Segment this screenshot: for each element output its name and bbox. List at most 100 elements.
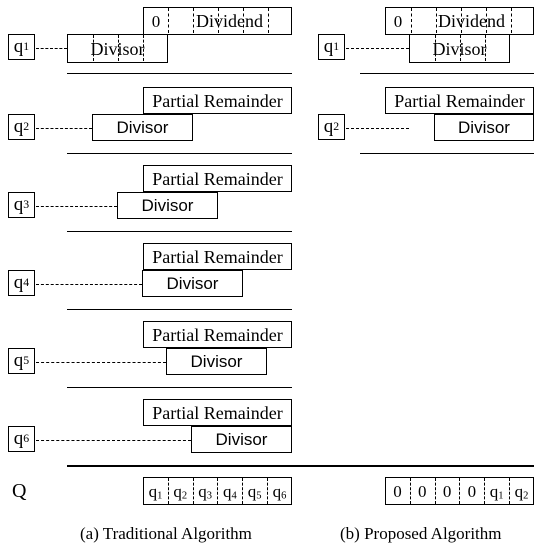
- q-index: 5: [256, 490, 262, 502]
- traditional-quotient-bit: q4: [217, 482, 242, 502]
- divisor-bit-separator: [143, 35, 144, 61]
- traditional-quotient-separator: [167, 478, 169, 504]
- traditional-quotient-separator: [192, 478, 194, 504]
- traditional-q4-leader: [36, 284, 142, 285]
- q-letter: q: [514, 482, 524, 501]
- traditional-partial-remainder-6: Partial Remainder: [143, 399, 292, 426]
- partial-remainder-label: Partial Remainder: [152, 90, 283, 111]
- divisor-label: Divisor: [141, 196, 194, 215]
- traditional-divisor-6: Divisor: [191, 426, 292, 453]
- q-letter: q: [13, 116, 24, 137]
- divisor-label: Divisor: [215, 430, 268, 449]
- traditional-separator-1: [67, 73, 292, 74]
- traditional-q6-leader: [36, 440, 191, 441]
- traditional-quotient-separator: [242, 478, 244, 504]
- traditional-divisor-2: Divisor: [92, 114, 193, 141]
- divisor-bit-separator: [435, 35, 436, 61]
- traditional-q2-leader: [36, 128, 92, 129]
- divisor-bit-separator: [93, 35, 94, 61]
- dividend-bit-separator: [268, 8, 269, 33]
- divisor-label: Divisor: [432, 38, 487, 59]
- q-index: 4: [231, 490, 237, 502]
- divisor-label: Divisor: [458, 118, 510, 137]
- divisor-bit-separator: [485, 35, 486, 61]
- q-letter: q: [13, 428, 24, 449]
- dividend-bit-separator: [218, 8, 219, 33]
- q-index: 2: [181, 490, 188, 502]
- proposed-quotient-separator: [484, 478, 486, 504]
- q-index: 1: [157, 490, 163, 502]
- partial-remainder-label: Partial Remainder: [152, 324, 283, 345]
- q-letter: q: [323, 36, 334, 57]
- caption-traditional: (a) Traditional Algorithm: [80, 524, 252, 543]
- proposed-quotient-bit: q1: [484, 482, 509, 502]
- q-letter: q: [489, 482, 499, 501]
- q-letter: q: [272, 482, 282, 501]
- q-index: 2: [523, 490, 529, 502]
- proposed-quotient-bit: 0: [418, 482, 427, 501]
- traditional-partial-remainder-4: Partial Remainder: [143, 243, 292, 270]
- traditional-partial-remainder-5: Partial Remainder: [143, 321, 292, 348]
- divisor-label: Divisor: [116, 118, 169, 137]
- traditional-separator-4: [67, 309, 292, 310]
- traditional-partial-remainder-2: Partial Remainder: [143, 87, 292, 114]
- q-letter: q: [148, 482, 158, 501]
- dividend-bit-separator: [436, 8, 437, 33]
- traditional-q5-leader: [36, 362, 166, 363]
- traditional-quotient-separator: [267, 478, 268, 504]
- dividend-bit-separator: [461, 8, 462, 33]
- proposed-q1-leader: [346, 48, 409, 49]
- traditional-divisor-3: Divisor: [117, 192, 218, 219]
- dividend-bit-separator: [168, 8, 169, 33]
- proposed-divisor-2: Divisor: [434, 114, 534, 141]
- dividend-bit-separator: [193, 8, 194, 33]
- dividend-bit-separator: [411, 8, 412, 33]
- traditional-quotient-separator: [217, 478, 219, 504]
- proposed-quotient-bit: 0: [393, 482, 402, 501]
- q-index: 1: [498, 490, 504, 502]
- dividend-leading-zero: 0: [393, 11, 403, 31]
- dividend-bit-separator: [243, 8, 244, 33]
- divisor-bit-separator: [460, 35, 461, 61]
- q-letter: q: [198, 482, 207, 501]
- q-letter: q: [13, 350, 24, 371]
- traditional-quotient-bit: q2: [168, 483, 193, 502]
- traditional-q1-leader: [36, 48, 67, 49]
- proposed-quotient-separator: [459, 478, 461, 504]
- q-letter: q: [223, 482, 232, 501]
- result-separator: [67, 465, 534, 467]
- partial-remainder-label: Partial Remainder: [152, 246, 283, 267]
- proposed-partial-remainder-2: Partial Remainder: [385, 87, 534, 114]
- q-letter: q: [13, 36, 24, 57]
- q-index: 6: [281, 490, 287, 502]
- traditional-partial-remainder-3: Partial Remainder: [143, 165, 292, 192]
- proposed-quotient-bit: q2: [509, 482, 534, 502]
- dividend-bit-separator: [486, 8, 487, 33]
- proposed-quotient-separator: [434, 478, 436, 504]
- traditional-quotient-bit: q6: [267, 482, 292, 502]
- traditional-quotient-bit: q5: [242, 482, 267, 502]
- q-letter: q: [247, 482, 257, 501]
- traditional-separator-3: [67, 231, 292, 232]
- traditional-dividend-box: 0 Dividend: [143, 7, 292, 35]
- traditional-divisor-1: Divisor: [67, 34, 168, 63]
- dividend-leading-zero: 0: [151, 11, 161, 31]
- q-letter: q: [13, 272, 24, 293]
- proposed-separator-1: [360, 73, 534, 74]
- q-index: 3: [206, 490, 212, 502]
- dividend-bit-separator: [511, 8, 512, 33]
- divisor-label: Divisor: [90, 38, 145, 59]
- dividend-label: Dividend: [196, 11, 263, 31]
- proposed-q2-leader: [346, 128, 409, 129]
- traditional-divisor-4: Divisor: [142, 270, 243, 297]
- caption-proposed: (b) Proposed Algorithm: [340, 524, 502, 543]
- traditional-divisor-5: Divisor: [166, 348, 267, 375]
- proposed-quotient-bit: 0: [442, 482, 452, 501]
